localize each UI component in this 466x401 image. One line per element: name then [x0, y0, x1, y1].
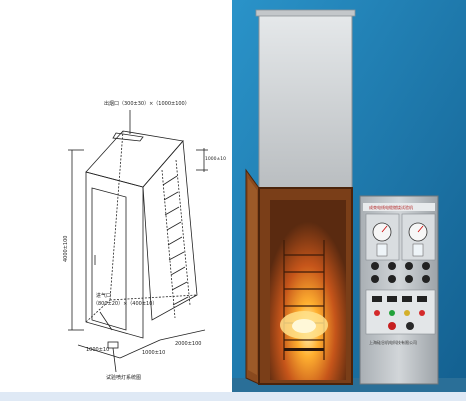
cabinet-panel-label: 成束电线电缆燃烧试验机 — [369, 205, 413, 210]
cabinet-maker-label: 上海硅谷机电科技有限公司 — [369, 340, 417, 345]
base-dimension-left: 1000±10 — [86, 347, 110, 353]
photo-illustration — [232, 0, 466, 401]
base-dimension-right: 2000±100 — [175, 341, 202, 347]
air-inlet-size-label: （800±20）×（400±10） — [93, 301, 158, 307]
height-dimension-label: 4000±100 — [63, 235, 69, 262]
top-opening-label: 出烟口（300±30）×（1000±100） — [104, 101, 190, 107]
burner-system-label: 试验喷灯系统图 — [106, 375, 142, 381]
technical-drawing-panel: 出烟口（300±30）×（1000±100） 1000±10 4000±100 … — [0, 0, 232, 401]
right-dimension-label: 1000±10 — [205, 157, 226, 162]
chamber-line-drawing — [68, 110, 208, 373]
bottom-band — [0, 392, 466, 401]
base-dimension-mid: 1000±10 — [142, 350, 166, 356]
product-photo: 成束电线电缆燃烧试验机 上海硅谷机电科技有限公司 — [232, 0, 466, 401]
air-inlet-label: 进气口 — [96, 293, 112, 299]
